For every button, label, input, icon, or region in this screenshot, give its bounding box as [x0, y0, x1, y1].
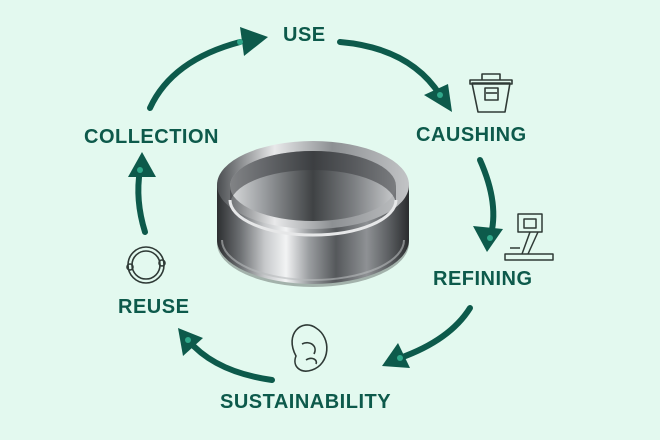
machine-icon [504, 213, 554, 261]
arrow-use-to-caushing [337, 39, 443, 98]
step-label-caushing: CAUSHING [416, 124, 527, 146]
ring-outline-icon [126, 246, 166, 284]
arrowhead-reuse [178, 328, 203, 356]
arrowhead-sustainability [382, 343, 410, 368]
step-label-sustainability: SUSTAINABILITY [220, 391, 392, 413]
metal-ring-image [217, 141, 409, 287]
arrow-collection-to-use [147, 39, 243, 111]
bin-icon [469, 73, 513, 113]
step-label-refining: REFINING [433, 268, 533, 290]
step-label-use: USE [283, 24, 326, 46]
arrow-sustainability-to-reuse [185, 337, 275, 383]
arrowhead-caushing [424, 84, 452, 112]
step-label-collection: COLLECTION [84, 126, 219, 148]
seed-icon [291, 324, 328, 372]
arrow-reuse-to-collection [135, 167, 148, 235]
step-label-reuse: REUSE [118, 296, 190, 318]
arrow-refining-to-sustainability [397, 305, 473, 361]
arrow-caushing-to-refining [477, 157, 497, 241]
arrowhead-collection [128, 152, 156, 177]
arrowhead-use [240, 27, 268, 56]
